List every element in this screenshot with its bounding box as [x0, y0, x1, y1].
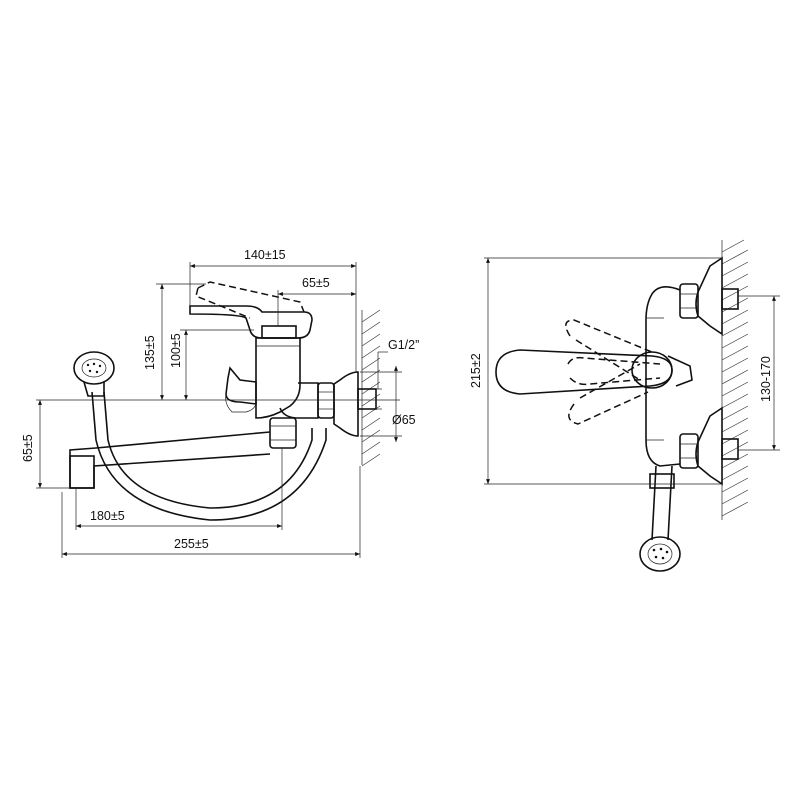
dim-height-65: 65±5: [21, 434, 35, 462]
nut-top: [679, 283, 699, 319]
inlet-top: [721, 288, 739, 310]
lever-position-up: [565, 319, 653, 381]
dim-total-255: 255±5: [174, 537, 209, 551]
dim-thread: G1/2”: [388, 338, 419, 352]
dim-spout-180: 180±5: [90, 509, 125, 523]
lever-handle-side: [189, 305, 313, 339]
dim-spacing: 130-170: [759, 356, 773, 402]
flange-top: [695, 256, 723, 336]
mixer-body-front: [645, 286, 681, 467]
inlet-pipe: [357, 388, 377, 410]
inlet-bottom: [721, 438, 739, 460]
dim-height-100: 100±5: [169, 333, 183, 368]
nut-bottom: [679, 433, 699, 469]
cartridge-body: [255, 337, 301, 419]
cartridge-neck: [261, 325, 297, 339]
spout-collar: [269, 417, 297, 449]
body-arm: [279, 382, 319, 419]
flange-bottom: [695, 406, 723, 486]
lever-position-down: [568, 363, 649, 425]
wall-hatch-front: [721, 239, 749, 520]
dim-diameter: Ø65: [392, 413, 416, 427]
shower-hose-front: [651, 465, 673, 541]
lever-open-position: [195, 281, 305, 319]
spout: [69, 431, 271, 489]
lever-hub: [631, 351, 673, 389]
spout-aerator: [69, 455, 95, 489]
shower-head-side: [73, 351, 115, 397]
hose-collar-front: [649, 473, 675, 489]
wall-flange-side: [333, 371, 359, 437]
shower-hose: [91, 391, 327, 521]
connector-nut-side: [317, 382, 335, 419]
wall-hatch-side: [361, 309, 381, 467]
dim-height-215: 215±2: [469, 353, 483, 388]
shower-head-front: [639, 536, 681, 572]
front-view: 215±2 130-170: [469, 239, 780, 572]
dim-height-135: 135±5: [143, 335, 157, 370]
lever-handle-front: [495, 349, 673, 395]
dim-width-140: 140±15: [244, 248, 286, 262]
lever-position-mid: [567, 356, 661, 386]
dim-width-65: 65±5: [302, 276, 330, 290]
side-view: 140±15 65±5 135±5 100±5 G1/2” Ø65 65±5: [21, 248, 419, 558]
diverter-knob: [225, 366, 257, 405]
